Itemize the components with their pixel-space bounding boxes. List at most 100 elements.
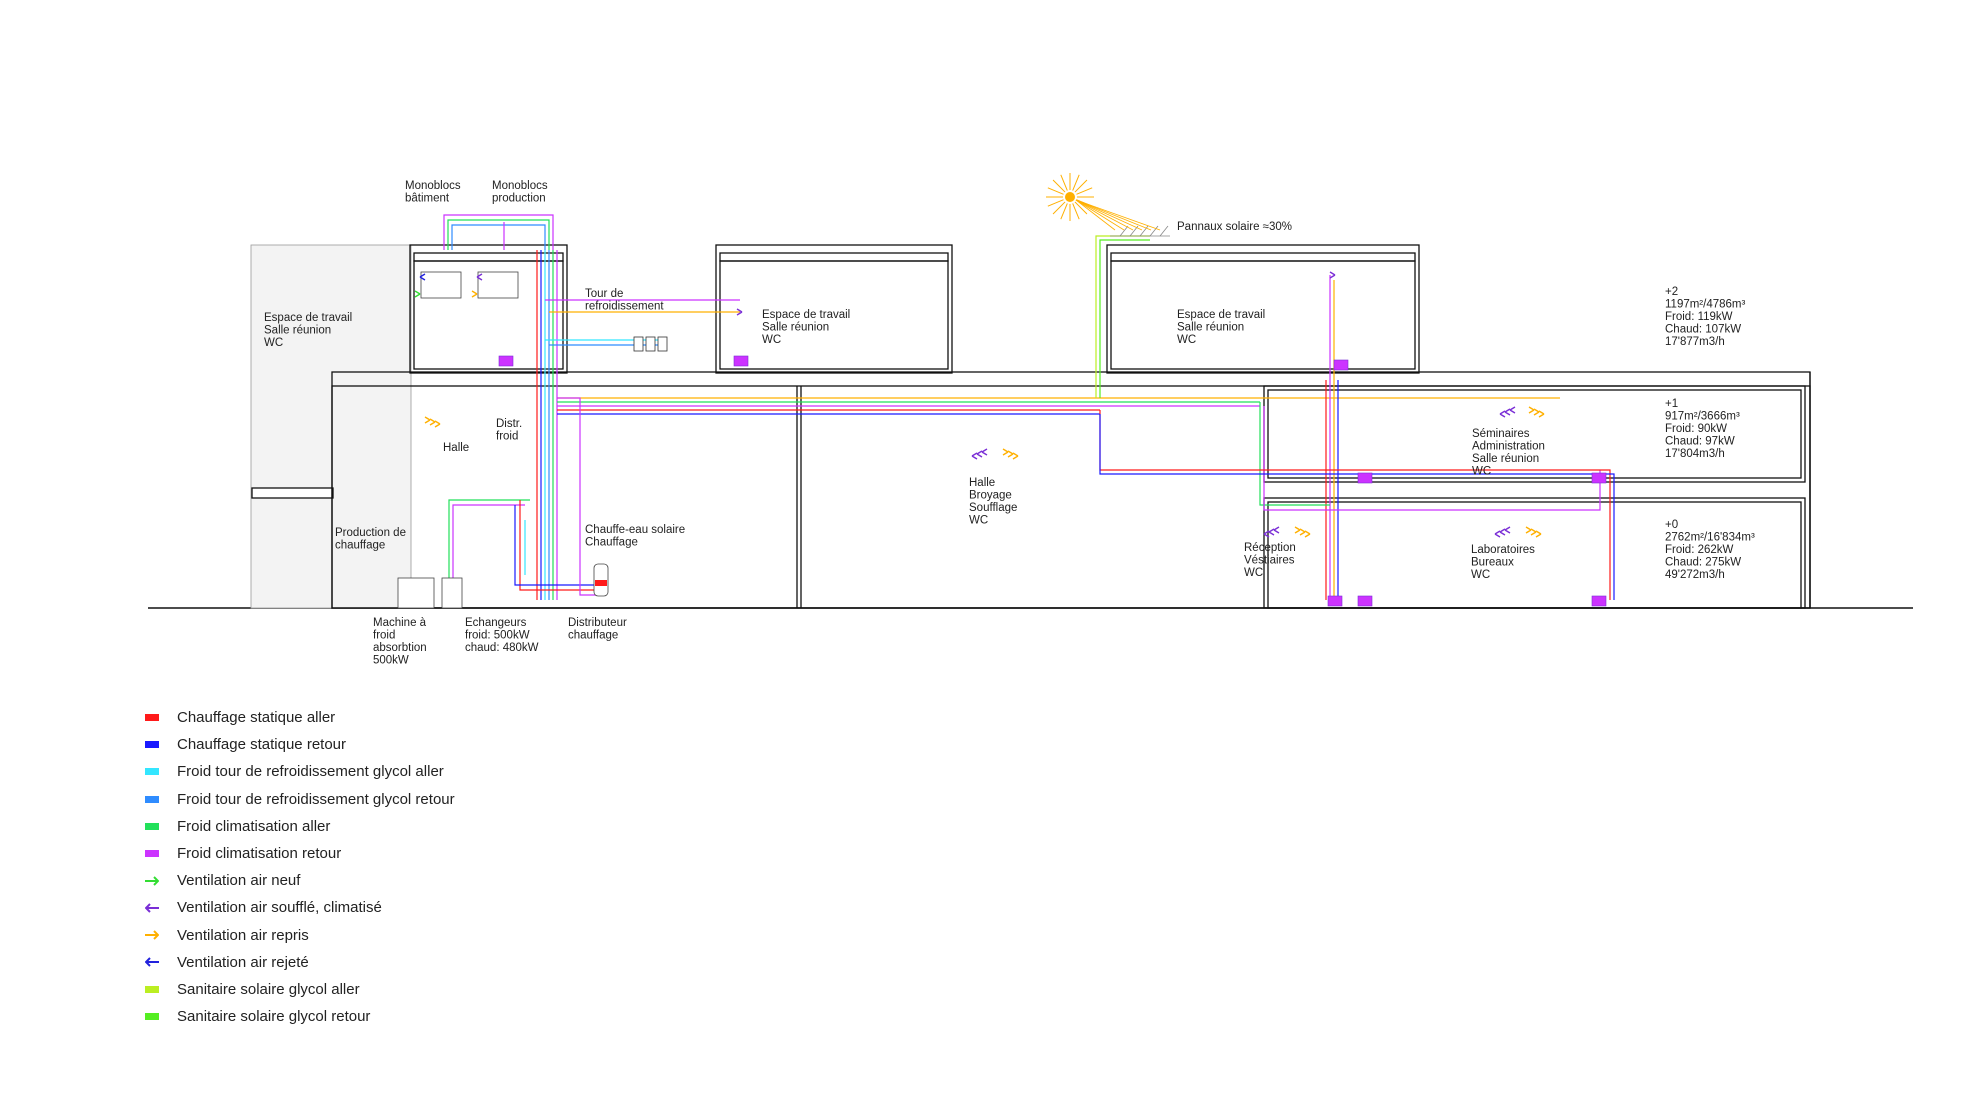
label-line: Broyage: [969, 490, 1012, 502]
label-line: WC: [1177, 334, 1196, 346]
monobloc-batiment: [420, 271, 462, 299]
vent-chevron: [1494, 530, 1501, 538]
legend-item: Ventilation air repris: [145, 922, 455, 949]
label-line: Halle: [443, 442, 469, 454]
label-line: Distributeur: [568, 617, 627, 629]
label-distr-froid: Distr.froid: [496, 418, 522, 443]
legend-label: Froid tour de refroidissement glycol all…: [177, 763, 444, 781]
label-line: 17'877m3/h: [1665, 336, 1725, 348]
label-line: Chaud: 107kW: [1665, 324, 1741, 336]
label-line: Véstiaires: [1244, 555, 1295, 567]
label-line: chauffage: [335, 540, 385, 552]
vent-chevron: [1499, 528, 1506, 536]
ventilation-arrows: [414, 271, 1545, 538]
roof-box-mid-inner: [719, 252, 949, 262]
label-line: Espace de travail: [264, 312, 352, 324]
vent-chevron: [429, 418, 436, 426]
label-line: Chaud: 97kW: [1665, 436, 1735, 448]
vent-chevron: [1012, 452, 1019, 460]
vent-chevron: [1528, 406, 1535, 414]
label-line: 500kW: [373, 655, 409, 667]
sun-icon: [1046, 173, 1161, 231]
label-line: froid: 500kW: [465, 630, 530, 642]
sun-panel-ray: [1075, 199, 1116, 231]
legend-item: Chauffage statique retour: [145, 731, 455, 758]
label-line: Séminaires: [1472, 428, 1530, 440]
label-line: Froid: 90kW: [1665, 423, 1727, 435]
label-line: bâtiment: [405, 193, 450, 205]
sun-ray: [1052, 201, 1066, 215]
vent-chevron: [1299, 528, 1306, 536]
building-outline: [148, 244, 1913, 609]
floor1-inner: [1267, 389, 1802, 479]
main-block-inner: [331, 385, 1811, 609]
label-line: chaud: 480kW: [465, 642, 539, 654]
vent-chevron: [476, 273, 483, 281]
vent-chevron: [471, 290, 478, 298]
sun-ray: [1047, 199, 1064, 207]
legend-item: Froid climatisation aller: [145, 813, 455, 840]
tour-unit-1: [633, 336, 644, 352]
vent-chevron: [1504, 408, 1511, 416]
floor0-inner: [1267, 501, 1802, 609]
main-block-outer: [331, 371, 1811, 609]
radiator: [1333, 359, 1349, 371]
vent-chevron: [1504, 526, 1511, 534]
label-line: Salle réunion: [762, 322, 829, 334]
vent-chevron: [1273, 526, 1280, 534]
label-line: WC: [1471, 569, 1490, 581]
label-line: Pannaux solaire ≈30%: [1177, 221, 1292, 233]
roof-room-right: [1110, 260, 1416, 370]
roof-room-mid: [719, 260, 949, 370]
radiator: [1591, 472, 1607, 484]
vent-chevron: [976, 450, 983, 458]
label-line: WC: [969, 515, 988, 527]
legend-swatch: [145, 985, 159, 993]
label-line: Chauffe-eau solaire: [585, 524, 685, 536]
legend-item: Sanitaire solaire glycol aller: [145, 976, 455, 1003]
sun-panel-ray: [1075, 199, 1161, 231]
legend-label: Froid climatisation retour: [177, 845, 342, 863]
label-line: production: [492, 193, 546, 205]
sun-panel-ray: [1075, 199, 1125, 231]
legend-swatch: [145, 714, 159, 722]
legend-item: Froid tour de refroidissement glycol ret…: [145, 786, 455, 813]
sun-ray: [1074, 201, 1088, 215]
sun-ray: [1076, 187, 1093, 195]
label-line: Bureaux: [1471, 557, 1514, 569]
roof-box-right: [1106, 244, 1420, 374]
legend-item: Sanitaire solaire glycol retour: [145, 1003, 455, 1030]
sun-ray: [1072, 174, 1080, 191]
monobloc-production: [477, 271, 519, 299]
vent-chevron: [1499, 410, 1506, 418]
vent-chevron: [736, 308, 743, 316]
label-line: Salle réunion: [264, 325, 331, 337]
pipes: [443, 214, 1615, 600]
label-line: Administration: [1472, 441, 1545, 453]
label-line: 49'272m3/h: [1665, 569, 1725, 581]
label-line: Salle réunion: [1177, 322, 1244, 334]
arrow-left-icon: [145, 903, 159, 913]
solar-panels: [1110, 225, 1170, 237]
label-line: Réception: [1244, 542, 1296, 554]
tour-unit-3: [657, 336, 668, 352]
sun-ray: [1052, 179, 1066, 193]
legend-item: Chauffage statique aller: [145, 704, 455, 731]
radiator: [1591, 595, 1607, 607]
machine-absorbtion-unit: [397, 577, 435, 609]
legend-label: Chauffage statique retour: [177, 736, 347, 754]
sun-panel-ray: [1075, 199, 1134, 231]
radiator: [1357, 472, 1373, 484]
label-line: refroidissement: [585, 301, 664, 313]
legend-label: Ventilation air rejeté: [177, 953, 309, 971]
vent-chevron: [434, 420, 441, 428]
legend-label: Ventilation air soufflé, climatisé: [177, 899, 382, 917]
